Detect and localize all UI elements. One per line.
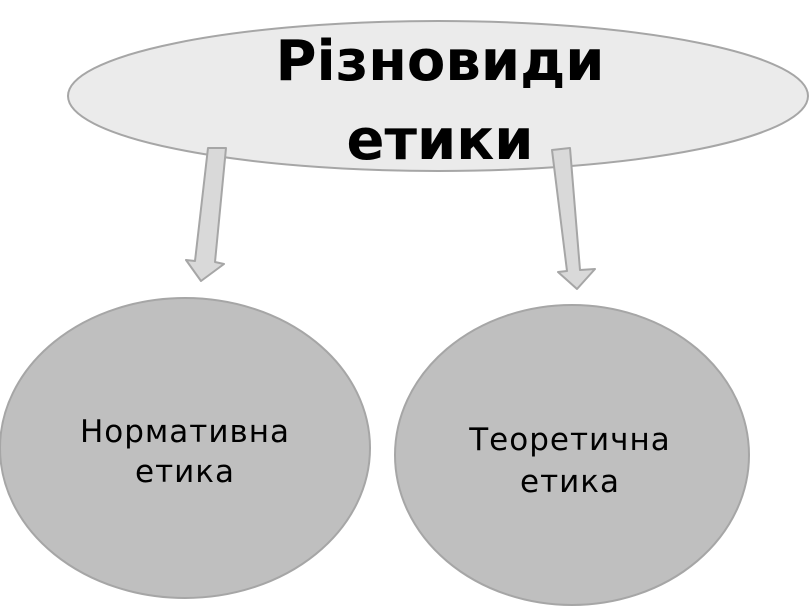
theoretical-ethics-label-line-2: етика [520,464,620,500]
normative-ethics-label-line-2: етика [135,454,235,490]
arrow-right [551,147,596,290]
theoretical-ethics-label-line-1: Теоретична [469,422,671,458]
title-ellipse [67,20,809,172]
normative-ethics-label-line-1: Нормативна [79,414,291,450]
diagram-title-line-1: Різновиди [275,29,605,94]
child-circle-theoretical [394,304,750,606]
diagram-title-line-2: етики [346,108,534,173]
arrow-left [185,147,227,282]
child-circle-normative [0,297,371,599]
